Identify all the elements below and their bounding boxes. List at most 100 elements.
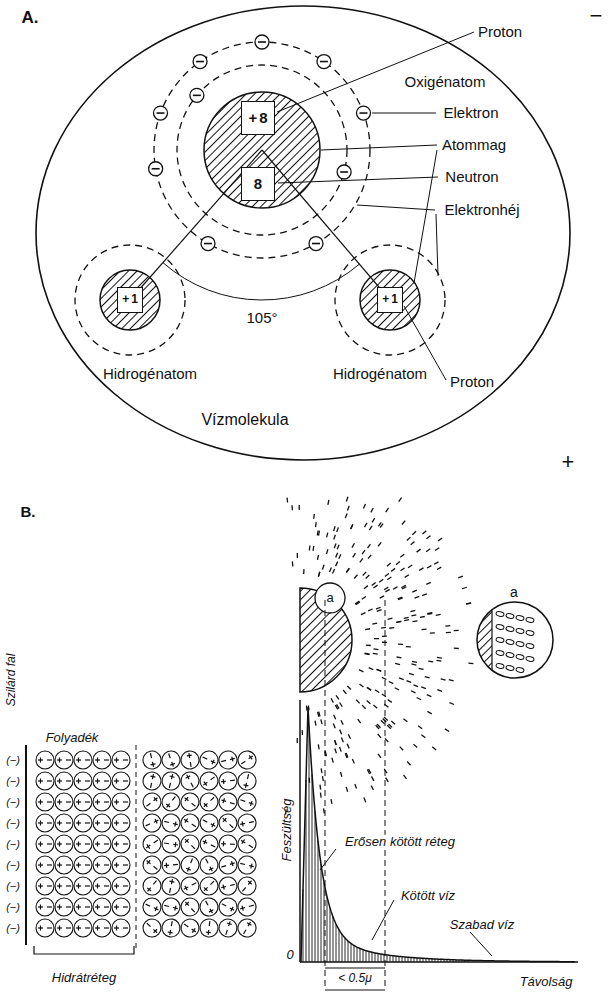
water-dash xyxy=(427,613,432,614)
water-dash xyxy=(354,575,357,579)
area-hatch xyxy=(348,941,349,962)
water-dipole xyxy=(112,856,130,874)
water-dash xyxy=(333,724,335,729)
water-dipole xyxy=(197,748,221,772)
water-dipole xyxy=(112,751,130,769)
particle-box: +1 xyxy=(117,287,143,313)
area-hatch xyxy=(345,938,346,962)
water-dash xyxy=(303,569,305,574)
water-dash xyxy=(356,700,359,704)
water-dipole xyxy=(36,772,54,790)
water-dash xyxy=(399,498,402,502)
water-dash xyxy=(322,776,324,781)
water-dash xyxy=(337,527,339,532)
water-dash xyxy=(346,497,348,502)
water-dash xyxy=(388,618,393,619)
water-dash xyxy=(462,587,467,589)
nucleus xyxy=(360,270,420,330)
water-dash xyxy=(391,721,395,724)
water-dash xyxy=(382,635,387,637)
water-dash xyxy=(377,610,382,612)
water-dipole xyxy=(74,814,92,832)
water-dash xyxy=(302,730,303,735)
area-hatch xyxy=(327,897,328,962)
area-hatch xyxy=(366,951,367,962)
water-dash xyxy=(408,565,412,568)
axis-value: 0 xyxy=(286,948,293,962)
area-hatch xyxy=(312,774,313,962)
water-dipole xyxy=(178,874,202,898)
water-dash xyxy=(371,508,373,512)
particle-box: 8 xyxy=(241,167,275,201)
water-dash xyxy=(318,572,319,577)
zone-label: Szabad víz xyxy=(450,918,514,932)
water-dipole xyxy=(36,898,54,916)
water-dash xyxy=(369,668,374,670)
water-dash xyxy=(458,576,463,578)
water-dash xyxy=(412,661,417,663)
water-dipole xyxy=(55,898,73,916)
water-dash xyxy=(313,514,315,519)
water-dipole xyxy=(74,835,92,853)
water-dipole xyxy=(178,916,203,941)
water-dash xyxy=(427,536,431,539)
charge-mark: (−) xyxy=(6,922,20,934)
water-dipole xyxy=(160,875,181,896)
y-axis xyxy=(299,700,301,962)
water-dash xyxy=(336,562,338,567)
zone-label: Erősen kötött réteg xyxy=(343,835,457,849)
particle-count: + xyxy=(248,110,257,127)
water-dash xyxy=(317,530,319,535)
water-dash xyxy=(365,652,370,654)
part-name: Neutron xyxy=(445,169,498,186)
water-dash xyxy=(432,747,436,750)
water-dipole xyxy=(217,854,240,877)
water-dash xyxy=(346,753,348,758)
water-dash xyxy=(411,691,416,693)
leader-line xyxy=(414,150,437,283)
water-dash xyxy=(362,705,365,709)
leader-line xyxy=(277,32,474,112)
water-dash xyxy=(369,526,372,530)
water-dash xyxy=(368,609,373,611)
water-dash xyxy=(371,786,373,790)
electron-symbol xyxy=(193,55,207,69)
electron-shell xyxy=(154,42,370,258)
water-dipole xyxy=(180,750,201,771)
axis-label: Szilárd fal xyxy=(5,654,18,707)
area-hatch xyxy=(390,955,391,962)
water-dash xyxy=(383,719,387,722)
water-dash xyxy=(335,740,337,745)
area-hatch xyxy=(387,955,388,962)
water-dash xyxy=(360,558,363,562)
water-dipole xyxy=(93,898,111,916)
water-dipole xyxy=(236,812,257,833)
water-dash xyxy=(400,554,404,557)
water-dash xyxy=(397,656,402,658)
water-dash xyxy=(398,597,403,599)
water-dash xyxy=(454,648,459,650)
water-dipole xyxy=(55,793,73,811)
water-dipole xyxy=(161,918,182,939)
particle-box: +1 xyxy=(377,287,403,313)
water-dash xyxy=(445,729,449,732)
water-dash xyxy=(437,567,441,569)
water-dash xyxy=(355,784,357,789)
water-dipole xyxy=(197,895,221,919)
area-hatch xyxy=(351,943,352,962)
water-dash xyxy=(400,568,404,571)
x-axis xyxy=(300,961,578,963)
area-hatch xyxy=(357,947,358,962)
water-dash xyxy=(396,621,401,623)
charge-mark: (−) xyxy=(6,859,20,871)
particle-box: +8 xyxy=(241,101,275,135)
water-dipole xyxy=(219,835,238,854)
water-dash xyxy=(413,744,417,747)
section-letter: A. xyxy=(22,9,39,28)
part-name: Oxigénatom xyxy=(405,74,486,91)
water-dipole xyxy=(93,814,111,832)
water-dash xyxy=(386,778,389,782)
water-dash xyxy=(332,758,333,763)
water-dipole xyxy=(218,771,238,791)
water-dash xyxy=(373,653,378,655)
